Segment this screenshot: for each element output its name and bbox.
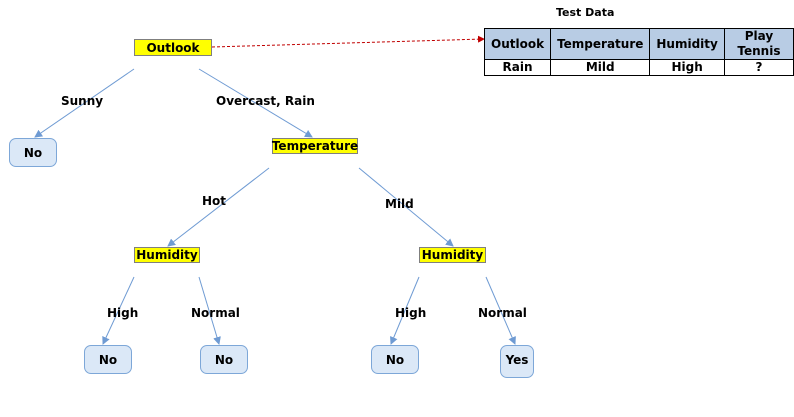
cell-outlook: Rain bbox=[483, 59, 552, 76]
edge-temperature-mild bbox=[358, 167, 454, 247]
edge-humidity-right-high bbox=[390, 276, 420, 345]
test-data-header-row: Outlook Temperature Humidity Play Tennis bbox=[483, 28, 794, 60]
test-data-row: Rain Mild High ? bbox=[483, 59, 794, 76]
test-data-link bbox=[211, 35, 485, 48]
cell-play-tennis: ? bbox=[723, 59, 794, 76]
edge-label-hot: Hot bbox=[202, 194, 227, 208]
edge-label-high-left: High bbox=[107, 306, 139, 320]
header-outlook: Outlook bbox=[483, 28, 552, 60]
edge-outlook-sunny bbox=[34, 68, 135, 138]
cell-temperature: Mild bbox=[550, 59, 651, 76]
edge-label-sunny: Sunny bbox=[61, 94, 104, 108]
edge-label-overcast-rain: Overcast, Rain bbox=[216, 94, 315, 108]
header-play-tennis: Play Tennis bbox=[723, 28, 794, 60]
test-data-table: Outlook Temperature Humidity Play Tennis… bbox=[483, 28, 794, 76]
edge-label-high-right: High bbox=[395, 306, 427, 320]
node-outlook: Outlook bbox=[134, 39, 212, 56]
cell-humidity: High bbox=[649, 59, 725, 76]
edge-outlook-temperature bbox=[198, 68, 313, 138]
node-humidity-right: Humidity bbox=[419, 247, 486, 263]
node-humidity-left: Humidity bbox=[134, 247, 200, 263]
header-temperature: Temperature bbox=[550, 28, 651, 60]
edge-label-mild: Mild bbox=[385, 197, 414, 211]
leaf-sunny-no: No bbox=[9, 138, 57, 167]
test-data-title: Test Data bbox=[556, 6, 615, 19]
edge-humidity-left-high bbox=[102, 276, 135, 345]
leaf-mild-normal-yes: Yes bbox=[500, 345, 534, 378]
edge-temperature-hot bbox=[167, 167, 270, 247]
edge-humidity-left-normal bbox=[198, 276, 221, 345]
leaf-mild-high-no: No bbox=[371, 345, 419, 374]
leaf-hot-high-no: No bbox=[84, 345, 132, 374]
edge-label-normal-right: Normal bbox=[478, 306, 527, 320]
leaf-hot-normal-no: No bbox=[200, 345, 248, 374]
edge-humidity-right-normal bbox=[485, 276, 516, 345]
header-humidity: Humidity bbox=[649, 28, 725, 60]
node-temperature: Temperature bbox=[271, 138, 359, 154]
edge-label-normal-left: Normal bbox=[191, 306, 240, 320]
